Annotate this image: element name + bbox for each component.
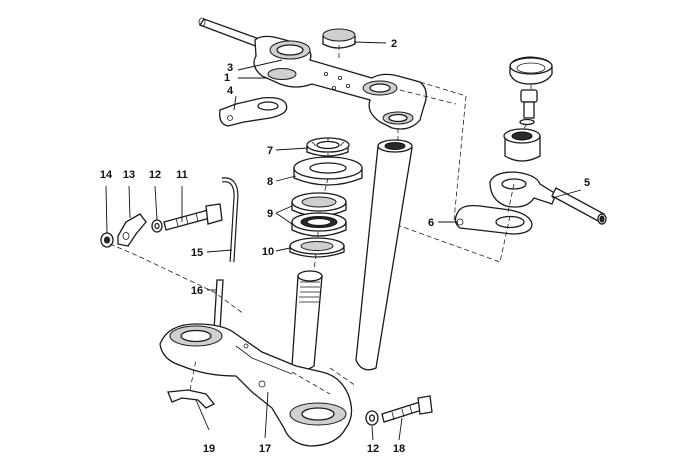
label-10: 10 [262, 246, 274, 258]
label-17: 17 [259, 443, 271, 455]
tapered-roller-bearing-upper [291, 192, 347, 217]
seal-ring [289, 237, 345, 258]
upper-triple-clamp [253, 35, 427, 130]
label-6: 6 [428, 217, 434, 229]
label-15: 15 [191, 247, 203, 259]
label-18: 18 [393, 443, 405, 455]
adjusting-nut [306, 137, 350, 157]
handlebar-left [198, 17, 263, 48]
label-8: 8 [267, 176, 273, 188]
label-13: 13 [123, 169, 135, 181]
nut-left [100, 232, 114, 248]
steering-stem [291, 270, 323, 371]
lower-triple-clamp [159, 323, 353, 447]
handlebar-clamp-right [454, 171, 557, 235]
clip-bracket [117, 213, 147, 247]
adjuster-knob [509, 56, 553, 85]
label-14: 14 [100, 169, 113, 181]
label-16: 16 [191, 285, 203, 297]
handlebar-right [551, 187, 607, 225]
dust-cover [293, 156, 363, 186]
hex-bolt-lower [381, 395, 433, 423]
label-9: 9 [267, 208, 273, 220]
assembly-lines [109, 45, 532, 395]
washer-lower [365, 410, 379, 426]
cap-nut [322, 28, 356, 49]
hose-sleeve [213, 279, 224, 331]
label-5: 5 [584, 177, 590, 189]
label-7: 7 [267, 145, 273, 157]
label-1: 1 [224, 72, 230, 84]
small-bracket [167, 389, 216, 409]
leader-lines [105, 41, 582, 441]
label-2: 2 [391, 38, 397, 50]
label-11: 11 [176, 169, 188, 181]
knob-screw [519, 89, 538, 126]
threaded-bushing [503, 128, 541, 162]
tapered-roller-bearing-lower [291, 212, 347, 237]
label-3: 3 [227, 62, 233, 74]
washer-left [151, 219, 163, 233]
fork-tube [355, 139, 413, 371]
brake-hose [221, 177, 239, 263]
label-4: 4 [227, 85, 234, 97]
label-12-upper: 12 [149, 169, 161, 181]
bracket-left [219, 96, 288, 127]
label-12-lower: 12 [367, 443, 379, 455]
hex-bolt-left [163, 203, 223, 231]
part-number-labels: 1 2 3 4 5 6 7 8 9 10 11 12 12 13 14 15 1… [100, 38, 590, 455]
label-19: 19 [203, 443, 215, 455]
